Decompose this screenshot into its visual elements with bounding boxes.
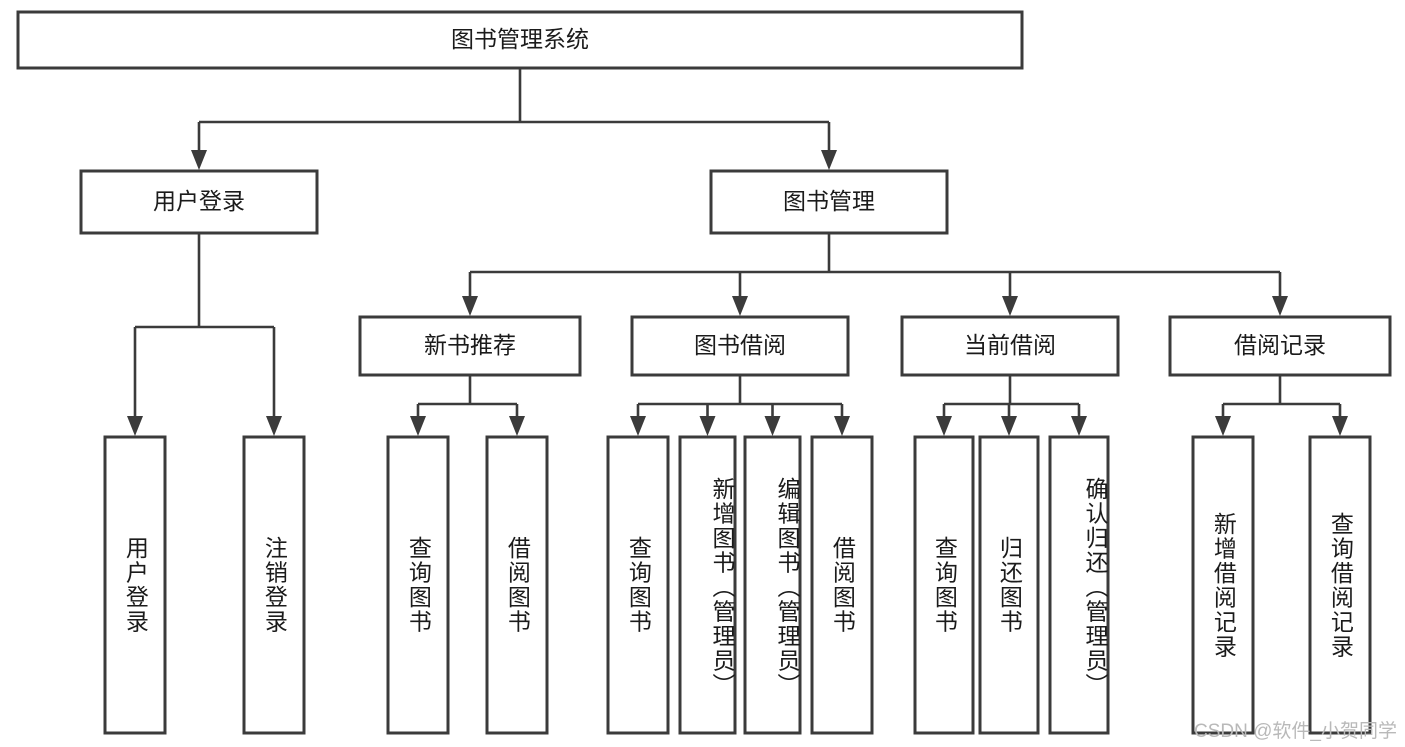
node-box-leaf-edit-book[interactable]: [743, 435, 802, 735]
arrow-head-icon: [764, 416, 781, 436]
node-label-new-book-rec: 新书推荐: [424, 332, 516, 358]
arrow-head-icon: [834, 416, 850, 436]
arrow-head-icon: [1332, 416, 1348, 436]
boxes-layer: [16, 10, 1392, 735]
arrow-head-icon: [191, 150, 207, 170]
node-box-leaf-add-record[interactable]: [1191, 435, 1255, 735]
csdn-watermark: CSDN @软件_小贺同学: [1194, 721, 1397, 742]
node-label-user-login: 用户登录: [153, 188, 245, 214]
node-box-leaf-query-book-1[interactable]: [386, 435, 450, 735]
node-box-leaf-user-login[interactable]: [103, 435, 167, 735]
connectors-layer: [127, 68, 1348, 436]
arrow-head-icon: [410, 416, 426, 436]
node-box-leaf-query-book-3[interactable]: [913, 435, 975, 735]
arrow-head-icon: [1001, 416, 1017, 436]
node-box-borrow-record[interactable]: [1168, 315, 1392, 377]
node-box-current-borrow[interactable]: [900, 315, 1120, 377]
arrow-head-icon: [699, 416, 716, 436]
node-box-leaf-return-book[interactable]: [978, 435, 1040, 735]
node-box-user-login[interactable]: [79, 169, 319, 235]
node-label-book-borrow: 图书借阅: [694, 332, 786, 358]
node-label-borrow-record: 借阅记录: [1234, 332, 1326, 358]
arrow-head-icon: [266, 416, 282, 436]
arrow-head-icon: [821, 150, 837, 170]
node-box-book-manage[interactable]: [709, 169, 949, 235]
node-box-leaf-borrow-book-2[interactable]: [810, 435, 874, 735]
node-box-leaf-borrow-book-1[interactable]: [485, 435, 549, 735]
arrow-head-icon: [732, 296, 748, 316]
arrow-head-icon: [127, 416, 143, 436]
arrow-head-icon: [1002, 296, 1018, 316]
node-box-book-borrow[interactable]: [630, 315, 850, 377]
arrow-head-icon: [1272, 296, 1288, 316]
arrow-head-icon: [1215, 416, 1231, 436]
arrow-head-icon: [630, 416, 646, 436]
node-label-root: 图书管理系统: [451, 26, 589, 52]
node-box-leaf-add-book[interactable]: [678, 435, 737, 735]
node-box-leaf-confirm-return[interactable]: [1048, 435, 1110, 735]
arrow-head-icon: [1071, 416, 1087, 436]
arrow-head-icon: [462, 296, 478, 316]
node-box-new-book-rec[interactable]: [358, 315, 582, 377]
node-label-current-borrow: 当前借阅: [964, 332, 1056, 358]
node-box-leaf-user-logout[interactable]: [242, 435, 306, 735]
node-box-leaf-query-record[interactable]: [1308, 435, 1372, 735]
node-box-root[interactable]: [16, 10, 1024, 70]
node-label-book-manage: 图书管理: [783, 188, 875, 214]
node-box-leaf-query-book-2[interactable]: [606, 435, 670, 735]
arrow-head-icon: [509, 416, 525, 436]
arrow-head-icon: [936, 416, 952, 436]
